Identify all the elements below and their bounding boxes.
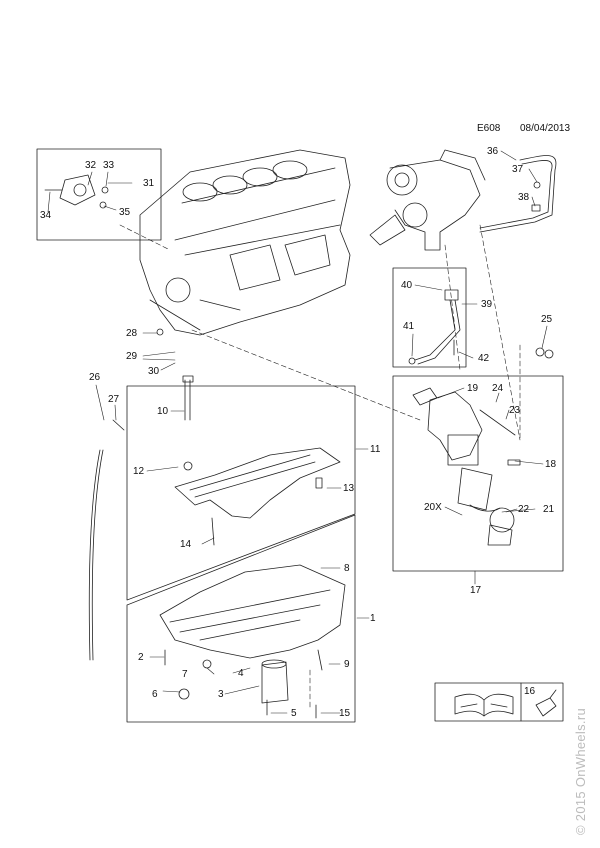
oil-return-pipe: [479, 155, 557, 233]
callout-39: 39: [481, 299, 493, 310]
watermark: © 2015 OnWheels.ru: [573, 708, 588, 835]
oil-feed-pipe: [408, 289, 461, 365]
sensor-assembly: [44, 174, 109, 209]
callout-34: 34: [40, 210, 52, 221]
callout-31: 31: [143, 178, 155, 189]
callout-30: 30: [148, 366, 160, 377]
callout-37: 37: [512, 164, 524, 175]
callout-41: 41: [403, 321, 415, 332]
callout-1: 1: [370, 613, 376, 624]
callout-23: 23: [509, 405, 521, 416]
engine-block: [139, 149, 351, 336]
oil-baffle: [174, 447, 341, 546]
callout-14: 14: [180, 539, 192, 550]
callout-16: 16: [524, 686, 536, 697]
callout-28: 28: [126, 328, 138, 339]
oil-pan-group-box: [126, 514, 356, 723]
callout-11: 11: [370, 444, 381, 455]
callout-20x: 20X: [424, 502, 442, 513]
callout-5: 5: [291, 708, 297, 719]
callout-21: 21: [543, 504, 555, 515]
callout-15: 15: [339, 708, 351, 719]
relation-lines: [119, 224, 521, 711]
oil-filter-housing: [412, 387, 521, 546]
sensor-group-box: [36, 148, 162, 241]
book-icon: [454, 693, 514, 717]
sensor-part-icon: [535, 689, 557, 717]
callout-4: 4: [238, 668, 244, 679]
callout-29: 29: [126, 351, 138, 362]
callout-7: 7: [182, 669, 188, 680]
callout-12: 12: [133, 466, 145, 477]
callout-42: 42: [478, 353, 490, 364]
callout-17: 17: [470, 585, 482, 596]
dipstick-tube: [184, 379, 191, 421]
callout-40: 40: [401, 280, 413, 291]
callout-13: 13: [343, 483, 355, 494]
callout-10: 10: [157, 406, 169, 417]
washer-part: [535, 347, 545, 357]
callout-8: 8: [344, 563, 350, 574]
oil-pan: [159, 564, 346, 719]
callout-26: 26: [89, 372, 101, 383]
callout-25: 25: [541, 314, 553, 325]
callout-24: 24: [492, 383, 504, 394]
callout-3: 3: [218, 689, 224, 700]
diagram-date: 08/04/2013: [520, 123, 571, 134]
callout-32: 32: [85, 160, 97, 171]
callout-19: 19: [467, 383, 479, 394]
manual-box: [434, 682, 564, 722]
turbocharger: [369, 149, 486, 251]
callout-38: 38: [518, 192, 530, 203]
callout-33: 33: [103, 160, 115, 171]
diagram-code: E608: [477, 123, 501, 134]
oil-pipe-group-box: [392, 267, 467, 368]
dipstick: [88, 449, 101, 661]
callout-2: 2: [138, 652, 144, 663]
callout-6: 6: [152, 689, 158, 700]
plug-part: [156, 328, 164, 336]
callout-35: 35: [119, 207, 131, 218]
callout-22: 22: [518, 504, 530, 515]
callout-9: 9: [344, 659, 350, 670]
callout-18: 18: [545, 459, 557, 470]
callout-36: 36: [487, 146, 499, 157]
oil-filter-group-box: [392, 375, 564, 572]
baffle-group-box: [126, 385, 356, 601]
callout-27: 27: [108, 394, 120, 405]
leader-lines: [47, 150, 548, 714]
